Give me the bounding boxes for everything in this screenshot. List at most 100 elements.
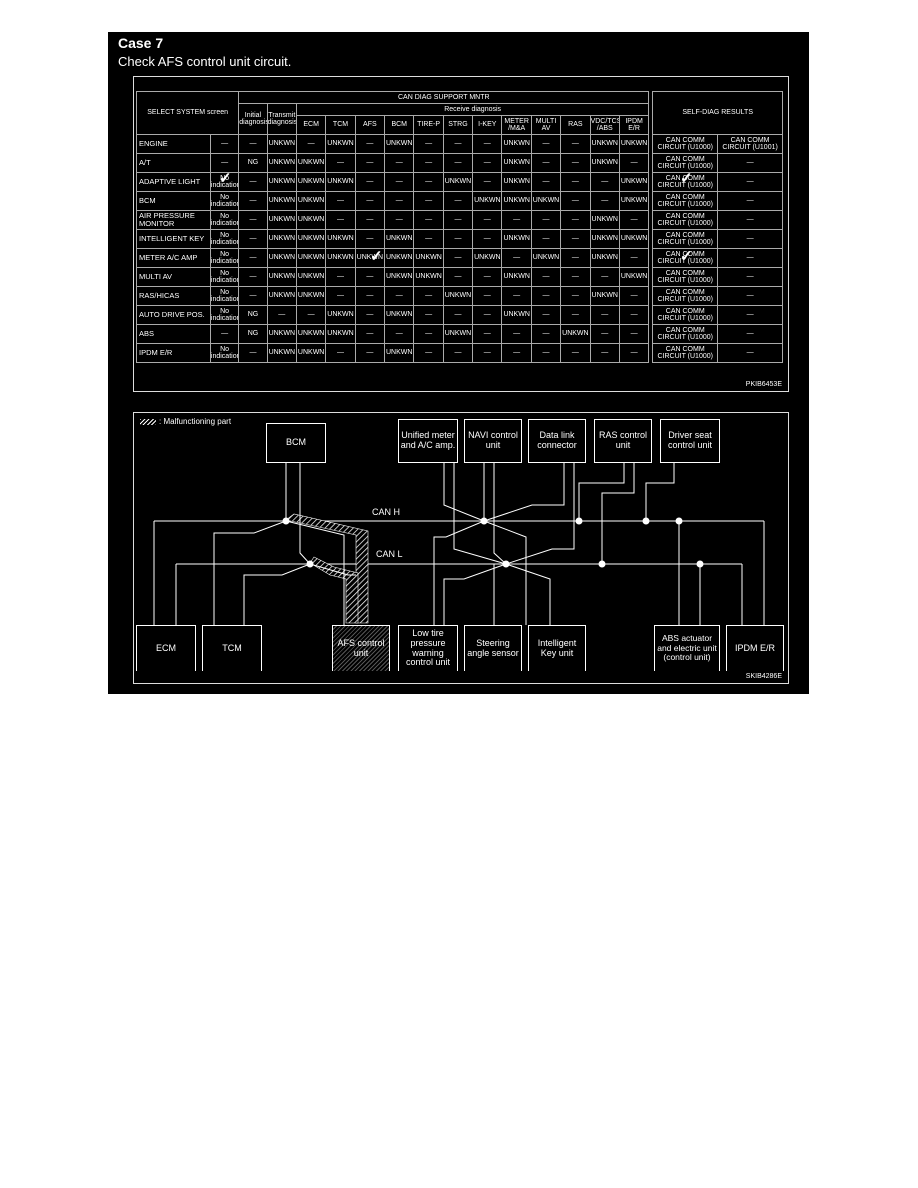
receive-cell: — — [413, 191, 444, 211]
receive-cell: — — [472, 267, 503, 287]
receive-cell: — — [325, 286, 356, 306]
receive-cell: — — [442, 134, 474, 154]
receive-cell: UNKWN — [530, 191, 562, 211]
receive-cell: UNKWN — [295, 286, 327, 306]
transmit-cell: UNKWN — [266, 210, 297, 230]
receive-cell: UNKWN — [384, 248, 415, 268]
initial-cell: — — [238, 343, 268, 363]
receive-cell: — — [530, 210, 562, 230]
unit-meter: Unified meter and A/C amp. — [398, 419, 458, 463]
system-name: ABS — [136, 324, 211, 344]
receive-cell: — — [354, 210, 386, 230]
receive-cell: — — [589, 267, 620, 287]
unit-steering-angle-sensor: Steering angle sensor — [464, 625, 522, 671]
self-diag-cell: CAN COMM CIRCUIT (U1000) — [652, 191, 719, 211]
unit-ecm: ECM — [136, 625, 196, 671]
receive-cell: UNKWN — [618, 229, 650, 249]
receive-cell: — — [472, 134, 503, 154]
receive-cell: — — [384, 286, 415, 306]
system-name: ADAPTIVE LIGHT — [136, 172, 211, 192]
receive-cell: UNKWN — [472, 191, 503, 211]
initial-diagnosis-header: Initial diagnosis — [238, 103, 268, 135]
transmit-cell: UNKWN — [266, 267, 297, 287]
receive-col-header: I-KEY — [472, 115, 503, 135]
receive-cell: UNKWN — [501, 172, 532, 192]
receive-cell: UNKWN — [442, 172, 474, 192]
select-cell: — — [209, 134, 240, 154]
diagram-figure-code: SKIB4286E — [745, 673, 782, 680]
receive-cell: — — [354, 267, 386, 287]
receive-cell: UNKWN — [325, 229, 356, 249]
receive-cell: — — [442, 248, 474, 268]
receive-cell: — — [442, 153, 474, 173]
system-name: INTELLIGENT KEY — [136, 229, 211, 249]
receive-cell: — — [560, 229, 591, 249]
unit-intelligent-key: Intelligent Key unit — [528, 625, 586, 671]
initial-cell: — — [238, 267, 268, 287]
receive-col-header: IPDM E/R — [618, 115, 650, 135]
receive-diagnosis-header: Receive diagnosis — [295, 103, 650, 116]
receive-cell: — — [442, 305, 474, 325]
receive-cell: — — [442, 210, 474, 230]
transmit-cell: UNKWN — [266, 172, 297, 192]
check-mark-afs-column: ✓ — [370, 248, 383, 265]
receive-cell: UNKWN — [384, 305, 415, 325]
unit-navi: NAVI control unit — [464, 419, 522, 463]
receive-cell: UNKWN — [618, 191, 650, 211]
receive-cell: — — [618, 324, 650, 344]
table-gap — [648, 91, 654, 363]
system-name: A/T — [136, 153, 211, 173]
receive-cell: — — [472, 172, 503, 192]
transmit-cell: UNKWN — [266, 286, 297, 306]
receive-cell: — — [618, 286, 650, 306]
self-diag-cell: — — [717, 343, 783, 363]
receive-col-header: TCM — [325, 115, 356, 135]
legend-text: : Malfunctioning part — [159, 417, 232, 426]
receive-cell: UNKWN — [413, 267, 444, 287]
initial-cell: — — [238, 248, 268, 268]
system-name: AUTO DRIVE POS. — [136, 305, 211, 325]
self-diag-cell: CAN COMM CIRCUIT (U1000) — [652, 343, 719, 363]
receive-cell: — — [384, 153, 415, 173]
receive-cell: — — [354, 343, 386, 363]
initial-cell: — — [238, 286, 268, 306]
receive-cell: UNKWN — [589, 210, 620, 230]
receive-cell: UNKWN — [325, 172, 356, 192]
receive-col-header: VDC/TCS /ABS — [589, 115, 620, 135]
receive-cell: — — [589, 191, 620, 211]
transmit-cell: UNKWN — [266, 229, 297, 249]
receive-cell: — — [530, 286, 562, 306]
receive-cell: UNKWN — [501, 229, 532, 249]
receive-cell: — — [354, 229, 386, 249]
system-name: IPDM E/R — [136, 343, 211, 363]
receive-cell: — — [560, 248, 591, 268]
receive-cell: — — [442, 229, 474, 249]
transmit-cell: — — [266, 305, 297, 325]
self-diag-cell: — — [717, 248, 783, 268]
receive-cell: — — [618, 343, 650, 363]
check-mark-adaptive-light: ✓ — [219, 170, 232, 187]
unit-low-tire-pressure: Low tire pressure warning control unit — [398, 625, 458, 671]
receive-col-header: METER /M&A — [501, 115, 532, 135]
receive-cell: — — [354, 324, 386, 344]
unit-ipdm: IPDM E/R — [726, 625, 784, 671]
initial-cell: — — [238, 229, 268, 249]
receive-cell: — — [530, 134, 562, 154]
can-diag-table: SELECT SYSTEM screen CAN DIAG SUPPORT MN… — [135, 91, 783, 363]
can-system-diagram: : Malfunctioning part CAN H CAN L BCM Un… — [133, 412, 789, 684]
receive-cell: — — [442, 343, 474, 363]
receive-col-header: ECM — [295, 115, 327, 135]
transmit-cell: UNKWN — [266, 153, 297, 173]
can-l-label: CAN L — [376, 549, 403, 559]
support-monitor-header: CAN DIAG SUPPORT MNTR — [238, 91, 650, 104]
receive-cell: UNKWN — [501, 191, 532, 211]
receive-cell: — — [472, 305, 503, 325]
receive-cell: UNKWN — [530, 248, 562, 268]
transmit-cell: UNKWN — [266, 324, 297, 344]
receive-cell: — — [589, 172, 620, 192]
receive-cell: UNKWN — [384, 267, 415, 287]
self-diag-cell: — — [717, 210, 783, 230]
